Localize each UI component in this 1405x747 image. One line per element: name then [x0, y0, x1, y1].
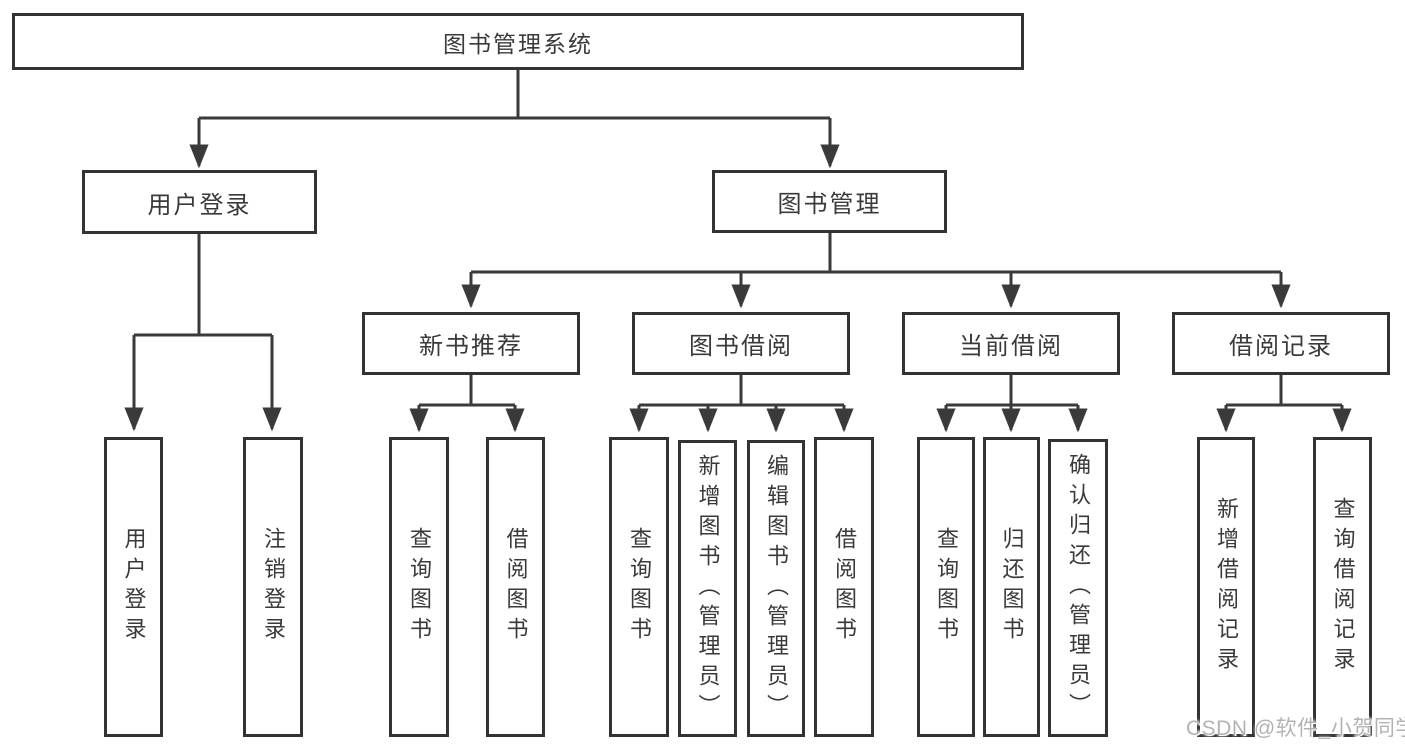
node-label: 借阅图书: [832, 527, 857, 647]
node-label: 编辑图书（管理员）: [764, 453, 789, 724]
leaf-current-return-books: 归还图书: [983, 437, 1040, 737]
node-label: 查询图书: [934, 527, 959, 647]
connector-root-split: [189, 70, 840, 169]
leaf-recommend-query-books: 查询图书: [389, 437, 449, 737]
leaf-borrow-edit-books-admin: 编辑图书（管理员）: [747, 440, 805, 737]
node-book-management: 图书管理: [712, 170, 947, 233]
node-label: 新增图书（管理员）: [695, 453, 721, 724]
node-label: 确认归还（管理员）: [1066, 453, 1091, 723]
leaf-borrow-query-books: 查询图书: [609, 437, 669, 737]
leaf-borrow-add-books-admin: 新增图书（管理员）: [678, 440, 737, 737]
node-user-login: 用户登录: [82, 170, 317, 234]
node-label: 查询图书: [627, 527, 652, 647]
leaf-logout: 注销登录: [243, 437, 303, 737]
connector-recommend-split: [409, 375, 525, 433]
leaf-records-add-borrow-record: 新增借阅记录: [1197, 437, 1255, 737]
connector-management-split: [461, 233, 1291, 309]
node-book-management-system: 图书管理系统: [12, 13, 1024, 70]
connector-records-split: [1216, 375, 1352, 433]
node-label: 用户登录: [121, 527, 147, 647]
node-label: 归还图书: [999, 527, 1025, 647]
connector-borrow-split: [629, 375, 854, 433]
leaf-recommend-borrow-books: 借阅图书: [486, 437, 545, 737]
node-label: 新增借阅记录: [1214, 497, 1239, 677]
leaf-current-query-books: 查询图书: [917, 437, 975, 737]
node-label: 查询图书: [407, 527, 432, 647]
node-new-book-recommendation: 新书推荐: [362, 312, 580, 375]
node-label: 借阅图书: [503, 527, 529, 647]
connector-login-split: [124, 234, 282, 432]
leaf-records-query-borrow-record: 查询借阅记录: [1313, 437, 1372, 737]
node-current-borrowing: 当前借阅: [902, 312, 1120, 375]
node-label: 查询借阅记录: [1330, 497, 1356, 677]
node-book-borrowing: 图书借阅: [632, 312, 850, 375]
leaf-user-login: 用户登录: [104, 437, 163, 737]
node-borrowing-records: 借阅记录: [1172, 312, 1390, 375]
watermark: CSDN @软件_小贺同学: [1186, 717, 1405, 740]
leaf-current-confirm-return-admin: 确认归还（管理员）: [1048, 439, 1108, 737]
connector-current-split: [936, 375, 1088, 433]
node-label: 注销登录: [261, 527, 286, 647]
leaf-borrow-borrow-books: 借阅图书: [814, 437, 874, 737]
